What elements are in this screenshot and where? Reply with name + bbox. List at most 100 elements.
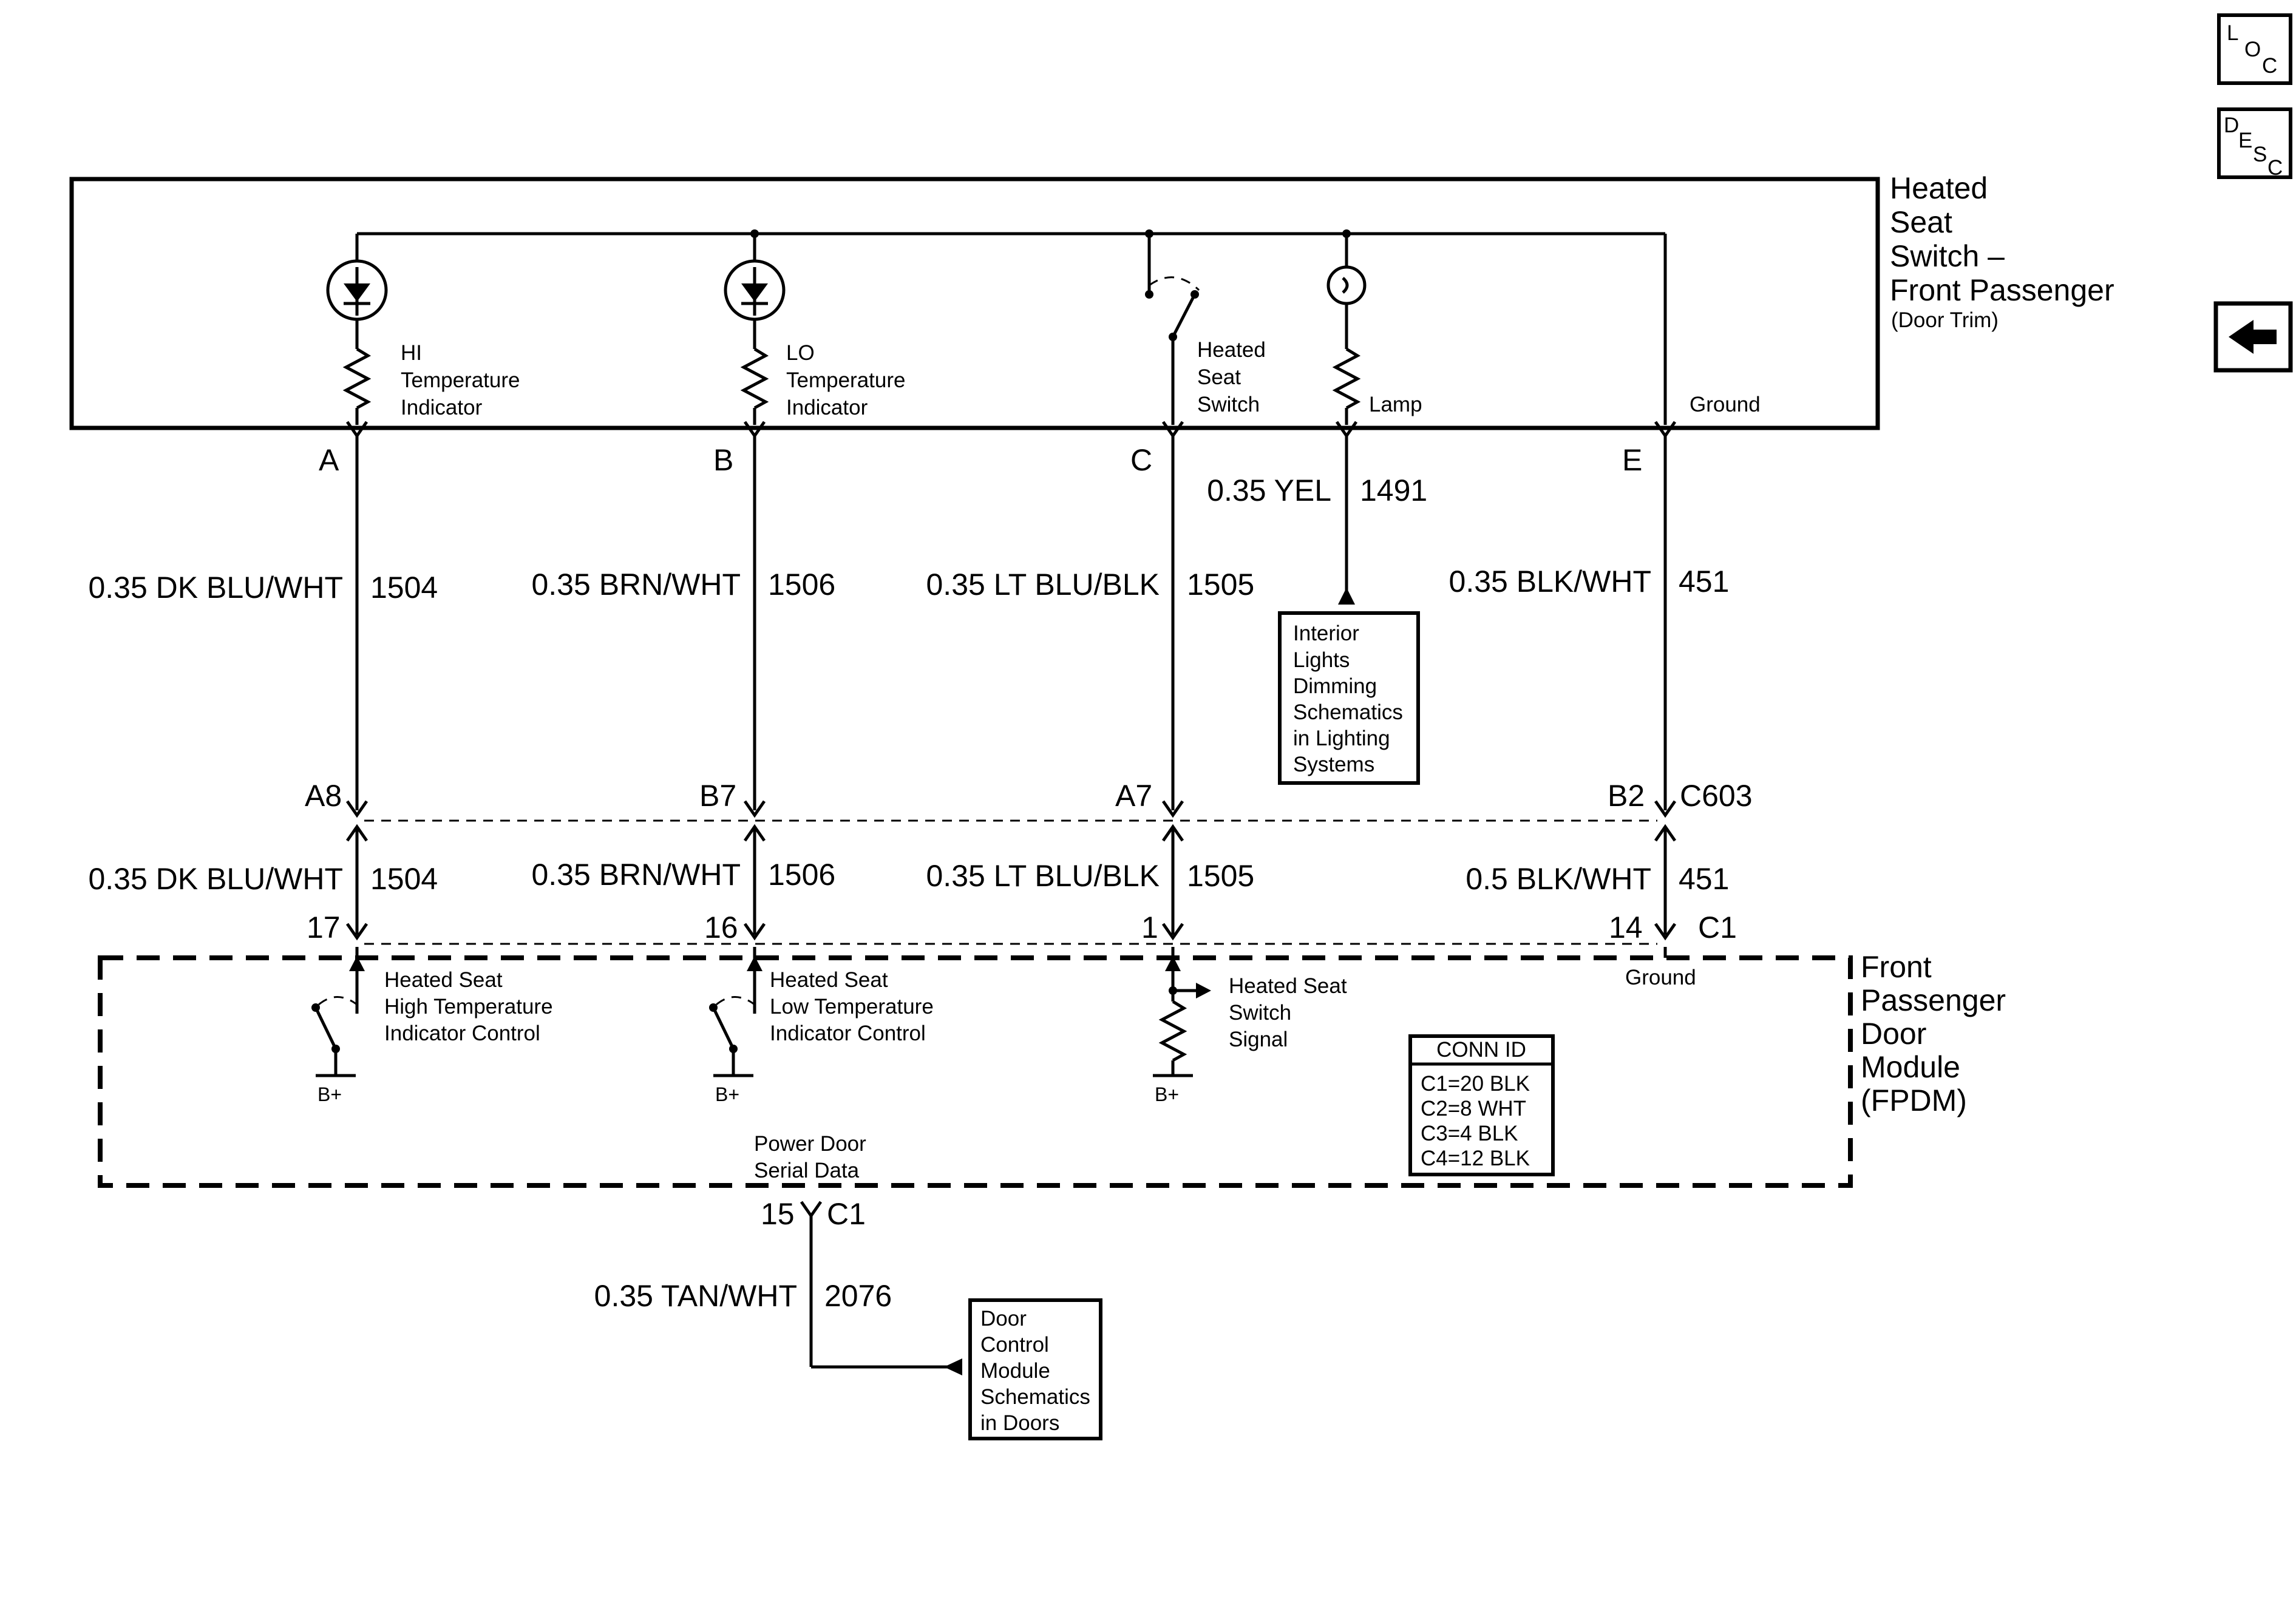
wire-gauge: 0.35 TAN/WHT [594, 1279, 797, 1313]
switch-ground: Ground [1663, 234, 1761, 425]
fpdm-ground-label: Ground [1625, 966, 1696, 989]
arrow-right-icon [1196, 983, 1211, 998]
wire-gauge: 0.35 BRN/WHT [531, 858, 741, 892]
svg-text:Control: Control [980, 1333, 1049, 1357]
svg-text:O: O [2244, 38, 2261, 61]
switch-title: Heated Seat Switch – Front Passenger (Do… [1890, 171, 2114, 332]
svg-text:in Lighting: in Lighting [1293, 727, 1390, 750]
wire-gauge: 0.35 DK BLU/WHT [88, 862, 343, 896]
wire-circuit: 1505 [1187, 568, 1254, 602]
svg-text:B2: B2 [1608, 779, 1645, 813]
svg-text:(FPDM): (FPDM) [1861, 1083, 1967, 1117]
svg-text:C1: C1 [827, 1197, 866, 1231]
interior-lights-reference[interactable]: Interior Lights Dimming Schematics in Li… [1278, 611, 1420, 785]
lamp: Lamp [1326, 229, 1422, 425]
c603-connector: A8 B7 A7 B2 C603 [305, 779, 1753, 842]
wire-circuit: 1504 [370, 571, 438, 605]
heated-seat-switch: Heated Seat Switch [1145, 229, 1266, 425]
svg-text:Ground: Ground [1690, 393, 1761, 416]
wire-circuit: 451 [1679, 862, 1729, 896]
svg-text:Door: Door [980, 1307, 1027, 1331]
svg-text:C2=8 WHT: C2=8 WHT [1421, 1097, 1526, 1120]
svg-text:Temperature: Temperature [786, 368, 905, 392]
svg-text:B+: B+ [715, 1083, 739, 1105]
resistor-icon [1332, 347, 1361, 410]
arrow-up-icon [1165, 956, 1181, 971]
svg-text:Power Door: Power Door [754, 1132, 866, 1156]
svg-text:HI: HI [401, 341, 422, 365]
svg-text:CONN ID: CONN ID [1436, 1038, 1526, 1062]
wire-circuit: 2076 [824, 1279, 892, 1313]
pin-label: B [713, 443, 733, 477]
serial-data-label: Power Door Serial Data [754, 1132, 866, 1182]
fpdm-c1-connector: 17 16 1 14 C1 [307, 910, 1737, 945]
low-temp-control: B+ Heated Seat Low Temperature Indicator… [709, 947, 934, 1105]
fpdm-box [98, 955, 1853, 1188]
resistor-icon [740, 347, 769, 410]
svg-text:Passenger: Passenger [1861, 983, 2006, 1017]
switch-connector-marks [345, 421, 1677, 449]
switch-component-box [69, 177, 1880, 430]
svg-text:Seat: Seat [1890, 205, 1952, 239]
svg-text:Lamp: Lamp [1369, 393, 1422, 416]
svg-text:C603: C603 [1680, 779, 1753, 813]
switch-icon [712, 1006, 735, 1050]
svg-text:Switch –: Switch – [1890, 239, 2005, 273]
svg-text:(Door Trim): (Door Trim) [1891, 308, 1999, 332]
left-arrow-icon [2229, 320, 2277, 354]
serial-data-connector: 15 C1 [761, 1197, 866, 1231]
wire-circuit: 1505 [1187, 859, 1254, 893]
svg-text:Schematics: Schematics [1293, 700, 1403, 724]
svg-text:17: 17 [307, 910, 341, 944]
svg-text:Dimming: Dimming [1293, 674, 1377, 698]
svg-text:Module: Module [1861, 1050, 1960, 1084]
svg-text:C: C [2262, 54, 2277, 78]
svg-text:Heated Seat: Heated Seat [770, 968, 888, 992]
svg-text:Front Passenger: Front Passenger [1890, 273, 2114, 307]
pin-label: E [1622, 443, 1642, 477]
desc-button[interactable]: D E S C [2217, 107, 2292, 180]
svg-text:Indicator Control: Indicator Control [770, 1022, 926, 1045]
wire-gauge: 0.35 BRN/WHT [531, 568, 741, 602]
wire-gauge: 0.35 DK BLU/WHT [88, 571, 343, 605]
loc-button[interactable]: L O C [2217, 13, 2292, 85]
svg-text:1: 1 [1141, 910, 1158, 944]
svg-text:Serial Data: Serial Data [754, 1159, 860, 1182]
svg-text:C1=20 BLK: C1=20 BLK [1421, 1072, 1530, 1096]
svg-text:A7: A7 [1115, 779, 1152, 813]
fpdm-title: Front Passenger Door Module (FPDM) [1861, 950, 2006, 1117]
back-button[interactable] [2213, 301, 2293, 373]
wire-gauge: 0.5 BLK/WHT [1466, 862, 1651, 896]
svg-text:Schematics: Schematics [980, 1385, 1090, 1409]
svg-text:Indicator: Indicator [401, 396, 483, 419]
svg-text:Indicator Control: Indicator Control [384, 1022, 540, 1045]
wire-circuit: 451 [1679, 564, 1729, 598]
svg-text:Seat: Seat [1197, 365, 1241, 389]
door-control-reference[interactable]: Door Control Module Schematics in Doors [968, 1298, 1102, 1440]
conn-id-table: CONN ID C1=20 BLK C2=8 WHT C3=4 BLK C4=1… [1408, 1034, 1555, 1176]
wire-circuit: 1506 [768, 568, 835, 602]
lo-temperature-indicator: LO Temperature Indicator [724, 229, 905, 425]
wire-circuit: 1504 [370, 862, 438, 896]
svg-text:in Doors: in Doors [980, 1411, 1059, 1435]
svg-text:C1: C1 [1698, 910, 1737, 944]
svg-text:C: C [2267, 156, 2283, 180]
svg-text:A8: A8 [305, 779, 342, 813]
svg-text:C3=4 BLK: C3=4 BLK [1421, 1122, 1518, 1145]
svg-text:Systems: Systems [1293, 753, 1374, 776]
svg-text:Signal: Signal [1229, 1028, 1288, 1051]
resistor-icon [1158, 1000, 1187, 1062]
svg-text:Heated Seat: Heated Seat [1229, 974, 1347, 998]
wire-circuit: 1491 [1360, 473, 1427, 507]
svg-text:B7: B7 [699, 779, 736, 813]
high-temp-control: B+ Heated Seat High Temperature Indicato… [311, 947, 553, 1105]
svg-text:LO: LO [786, 341, 815, 365]
svg-text:16: 16 [704, 910, 738, 944]
svg-text:D: D [2224, 114, 2239, 137]
switch-icon [1171, 293, 1197, 338]
svg-text:14: 14 [1609, 910, 1643, 944]
svg-text:Door: Door [1861, 1017, 1926, 1051]
wire-gauge: 0.35 BLK/WHT [1449, 564, 1651, 598]
svg-text:Heated: Heated [1890, 171, 1988, 205]
